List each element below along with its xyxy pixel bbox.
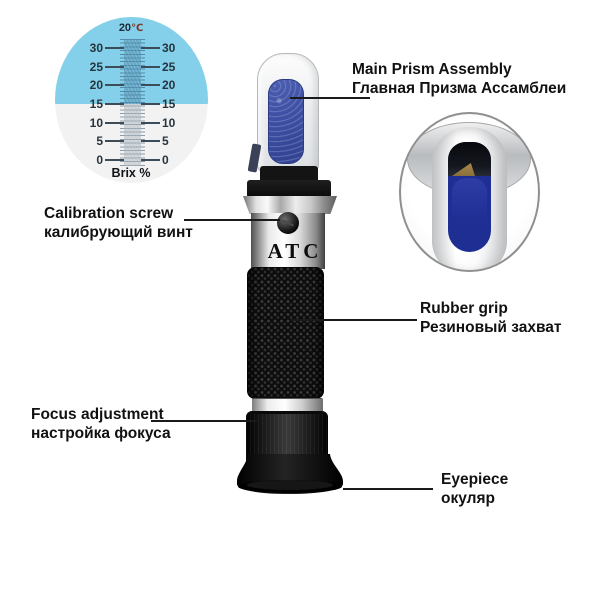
label-focus-adjustment: Focus adjustment настройка фокуса (31, 405, 171, 443)
leader-rubber-grip (291, 319, 417, 321)
eyepiece-bell (237, 454, 343, 494)
hinge-bar (247, 180, 331, 198)
leader-main-prism (290, 97, 370, 99)
scale-major-tick-left (105, 65, 124, 68)
label-calibration-screw: Calibration screw калибрующий винт (44, 204, 193, 242)
scale-temperature-label: 20℃ (96, 22, 166, 34)
scale-temperature-value: 20 (118, 22, 132, 34)
prism-window (448, 142, 491, 252)
scale-major-tick-right (141, 84, 160, 87)
label-main-prism-en: Main Prism Assembly (352, 61, 512, 78)
scale-major-tick-left (105, 140, 124, 143)
scale-minor-ticks-left (120, 39, 124, 166)
label-calibration-screw-ru: калибрующий винт (44, 224, 193, 241)
scale-value-right: 15 (162, 96, 176, 111)
scale-major-tick-left (105, 84, 124, 87)
scale-value-left: 5 (96, 134, 103, 149)
scale-major-tick-left (105, 121, 124, 124)
scale-unit-label: Brix % (111, 166, 151, 180)
leader-eyepiece (343, 488, 433, 490)
label-rubber-grip: Rubber grip Резиновый захват (420, 299, 562, 337)
label-calibration-screw-en: Calibration screw (44, 205, 174, 222)
label-main-prism: Main Prism Assembly Главная Призма Ассам… (352, 60, 566, 98)
scale-value-right: 25 (162, 59, 176, 74)
main-prism (268, 79, 304, 164)
scale-value-right: 5 (162, 134, 169, 149)
label-eyepiece-en: Eyepiece (441, 471, 509, 488)
scale-major-tick-right (141, 121, 160, 124)
scale-value-left: 20 (89, 78, 103, 93)
scale-value-left: 10 (89, 115, 103, 130)
scale-major-tick-right (141, 102, 160, 105)
label-eyepiece: Eyepiece окуляр (441, 470, 508, 508)
label-rubber-grip-en: Rubber grip (420, 300, 508, 317)
scale-value-left: 25 (89, 59, 103, 74)
celsius-unit: ℃ (131, 23, 144, 34)
prism-housing (432, 127, 507, 270)
label-eyepiece-ru: окуляр (441, 490, 496, 507)
collar-flange (243, 196, 337, 214)
scale-value-right: 10 (162, 115, 176, 130)
leader-focus-adjustment (151, 420, 257, 422)
prism-closeup-inset (399, 112, 540, 272)
label-main-prism-ru: Главная Призма Ассамблеи (352, 80, 567, 97)
scale-value-left: 15 (89, 96, 103, 111)
scale-major-tick-right (141, 158, 160, 161)
label-rubber-grip-ru: Резиновый захват (420, 319, 562, 336)
scale-major-tick-right (141, 65, 160, 68)
calibration-screw (277, 212, 299, 234)
scale-minor-ticks-right (141, 39, 145, 166)
scale-column (124, 39, 141, 166)
rubber-grip (247, 267, 324, 399)
scale-major-tick-right (141, 140, 160, 143)
scale-major-tick-left (105, 47, 124, 49)
scale-value-left: 0 (96, 152, 103, 167)
scale-value-right: 20 (162, 78, 176, 93)
scale-major-tick-right (141, 47, 160, 49)
scale-value-right: 0 (162, 152, 169, 167)
scale-major-tick-left (105, 158, 124, 161)
scale-value-right: 30 (162, 41, 176, 55)
atc-marking: ATC (267, 239, 323, 263)
prism-window-sheen (452, 178, 487, 248)
scale-major-tick-left (105, 102, 124, 105)
label-focus-adjustment-en: Focus adjustment (31, 406, 164, 423)
scale-value-left: 30 (89, 41, 103, 55)
label-focus-adjustment-ru: настройка фокуса (31, 425, 171, 442)
leader-calibration-screw (184, 219, 280, 221)
